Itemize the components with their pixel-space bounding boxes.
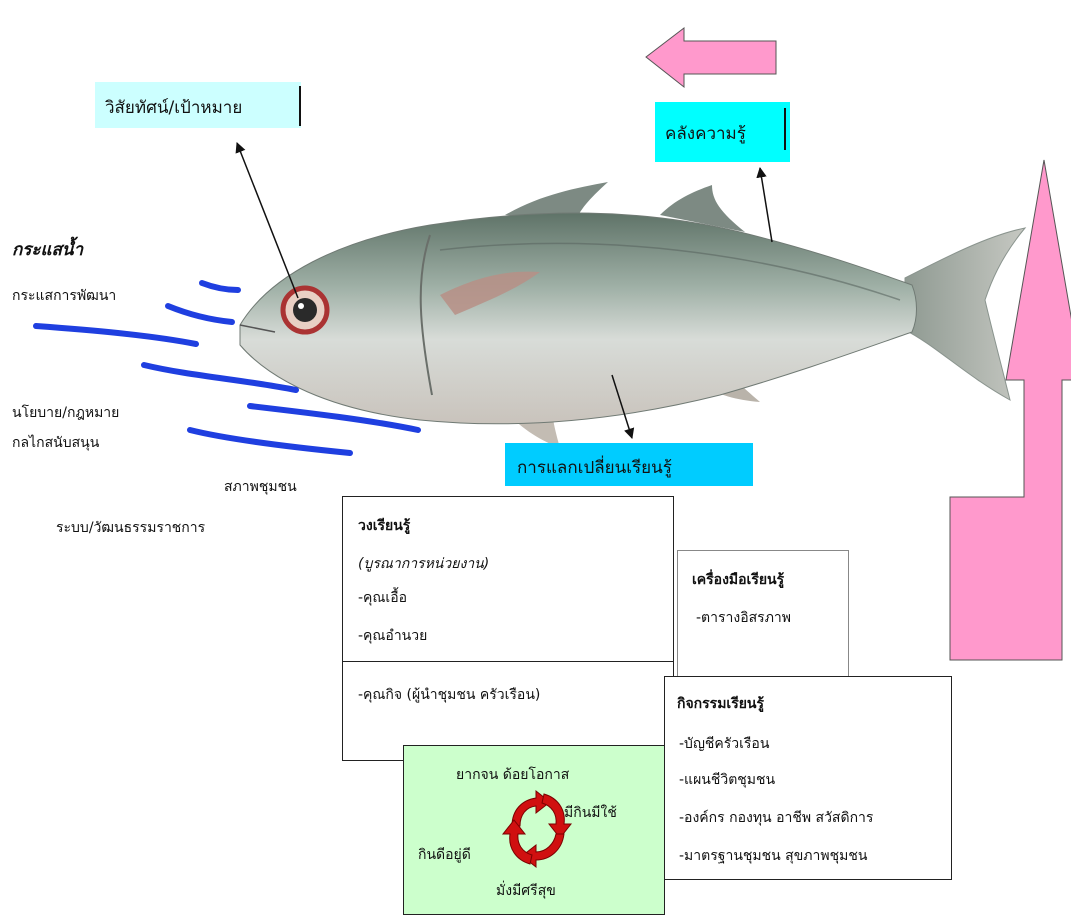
exchange-box: การแลกเปลี่ยนเรียนรู้ [505,443,753,486]
learning-circle-box: วงเรียนรู้ (บูรณาการหน่วยงาน) -คุณเอื้อ … [342,496,674,662]
vision-label: วิสัยทัศน์/เป้าหมาย [105,94,242,121]
activities-box: กิจกรรมเรียนรู้ -บัญชีครัวเรือน -แผนชีวิ… [664,676,952,880]
tools-item-freedom-table: -ตารางอิสรภาพ [696,607,791,629]
knowledge-label: คลังความรู้ [665,120,746,147]
learning-circle-item-enabler: -คุณอำนวย [358,625,427,647]
fish-illustration [240,182,1025,448]
exchange-label: การแลกเปลี่ยนเรียนรู้ [517,454,672,481]
knowledge-pointer-arrow [760,168,772,242]
cycle-left-label: กินดีอยู่ดี [418,844,471,866]
circular-arrows-icon [498,788,578,870]
current-heading: กระแสน้ำ [12,236,83,263]
activities-item-community-plan: -แผนชีวิตชุมชน [679,769,775,791]
learning-circle-title: วงเรียนรู้ [358,515,410,537]
activities-item-household-account: -บัญชีครัวเรือน [679,733,769,755]
vision-cursor-bar [299,86,301,126]
knowledge-cursor-bar [784,108,786,150]
pink-left-arrow [646,28,776,87]
learning-circle-subtitle: (บูรณาการหน่วยงาน) [358,553,489,575]
cycle-box: ยากจน ด้อยโอกาส มีกินมีใช้ กินดีอยู่ดี ม… [403,745,665,915]
learning-circle-item-facilitator: -คุณเอื้อ [358,587,407,609]
vision-box: วิสัยทัศน์/เป้าหมาย [95,82,301,128]
current-item-development: กระแสการพัฒนา [12,285,116,307]
learning-circle-lower-item: -คุณกิจ (ผู้นำชุมชน ครัวเรือน) [358,684,540,706]
cycle-bottom-label: มั่งมีศรีสุข [496,880,556,902]
activities-item-standards: -มาตรฐานชุมชน สุขภาพชุมชน [679,845,867,867]
current-item-bureaucracy: ระบบ/วัฒนธรรมราชการ [56,517,205,539]
cycle-top-label: ยากจน ด้อยโอกาส [456,764,569,786]
tools-title: เครื่องมือเรียนรู้ [692,569,784,591]
activities-title: กิจกรรมเรียนรู้ [677,693,764,715]
current-item-policy: นโยบาย/กฎหมาย [12,402,119,424]
current-item-community: สภาพชุมชน [224,476,297,498]
tools-box: เครื่องมือเรียนรู้ -ตารางอิสรภาพ [677,550,849,678]
vision-pointer-arrow [237,143,298,298]
activities-item-organization: -องค์กร กองทุน อาชีพ สวัสดิการ [679,807,873,829]
knowledge-box: คลังความรู้ [655,102,790,162]
current-item-mechanism: กลไกสนับสนุน [12,432,99,454]
